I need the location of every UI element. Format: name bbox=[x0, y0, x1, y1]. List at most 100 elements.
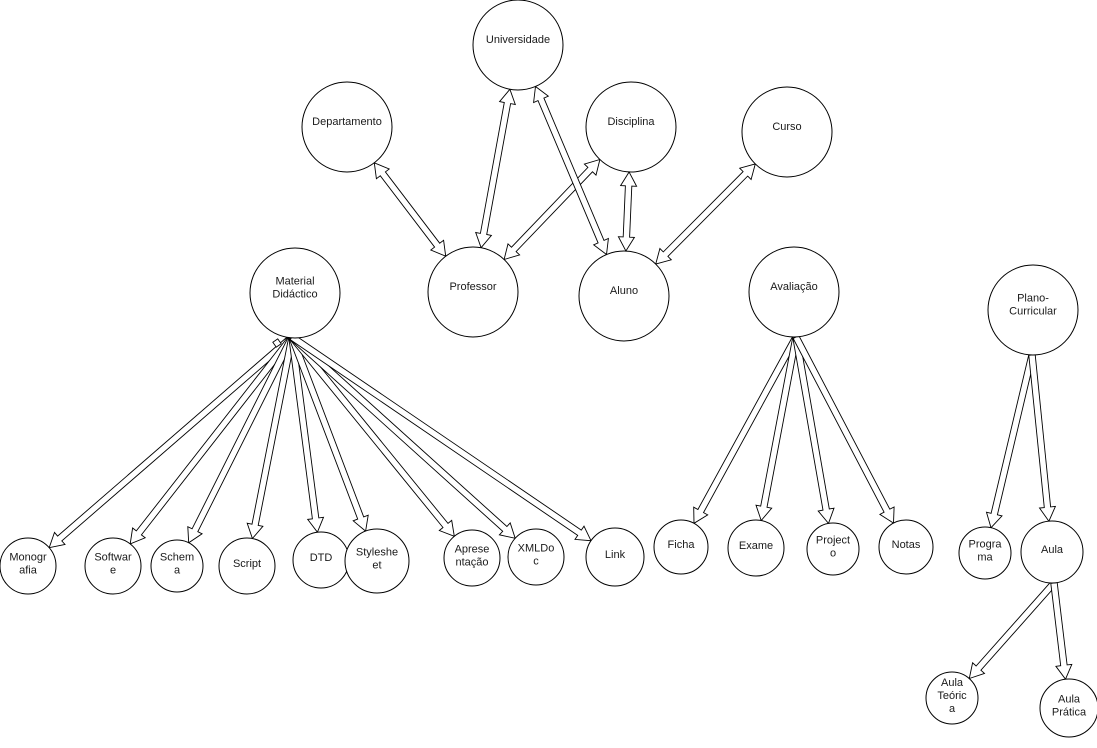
node-universidade[interactable]: Universidade bbox=[472, 0, 564, 91]
node-circle[interactable] bbox=[585, 81, 677, 173]
node-exame[interactable]: Exame bbox=[727, 519, 785, 577]
node-label: et bbox=[372, 560, 381, 572]
node-label: Ficha bbox=[668, 539, 696, 551]
node-label: Professor bbox=[449, 281, 496, 293]
node-circle[interactable] bbox=[727, 519, 785, 577]
node-dtd[interactable]: DTD bbox=[292, 531, 350, 589]
node-professor[interactable]: Professor bbox=[427, 246, 519, 338]
node-circle[interactable] bbox=[507, 528, 565, 586]
node-disciplina[interactable]: Disciplina bbox=[585, 81, 677, 173]
node-circle[interactable] bbox=[578, 250, 670, 342]
node-label: Aluno bbox=[610, 285, 638, 297]
node-label: Aula bbox=[941, 677, 964, 689]
node-circle[interactable] bbox=[1020, 520, 1084, 584]
node-circle[interactable] bbox=[653, 519, 709, 575]
edge-disciplina-to-aluno bbox=[617, 171, 638, 252]
node-script[interactable]: Script bbox=[218, 537, 276, 595]
node-circle[interactable] bbox=[344, 528, 410, 594]
edge-material-to-xmldoc bbox=[289, 333, 516, 539]
node-aula[interactable]: Aula bbox=[1020, 520, 1084, 584]
node-circle[interactable] bbox=[84, 537, 142, 595]
node-label: Schem bbox=[160, 552, 194, 564]
edge-material-to-monografia bbox=[48, 333, 295, 549]
node-label: Project bbox=[816, 535, 850, 547]
node-circle[interactable] bbox=[472, 0, 564, 91]
node-label: a bbox=[174, 565, 181, 577]
node-label: Link bbox=[605, 549, 626, 561]
node-circle[interactable] bbox=[427, 246, 519, 338]
node-label: Curso bbox=[772, 121, 801, 133]
node-departamento[interactable]: Departamento bbox=[301, 81, 393, 173]
node-circle[interactable] bbox=[249, 247, 341, 339]
node-label: c bbox=[533, 556, 539, 568]
node-circle[interactable] bbox=[1039, 678, 1097, 738]
edge-material-to-link bbox=[289, 333, 592, 542]
node-curso[interactable]: Curso bbox=[741, 86, 833, 178]
node-circle[interactable] bbox=[0, 537, 57, 595]
node-label: Disciplina bbox=[607, 116, 655, 128]
edge-avaliacao-to-projecto bbox=[792, 335, 835, 525]
node-label: DTD bbox=[310, 552, 333, 564]
edge-professor-to-departamento bbox=[373, 162, 447, 257]
node-label: Notas bbox=[892, 539, 921, 551]
node-label: Prática bbox=[1052, 707, 1087, 719]
node-label: a bbox=[949, 703, 956, 715]
aggregation-marker bbox=[272, 338, 282, 348]
node-label: afia bbox=[19, 565, 38, 577]
node-circle[interactable] bbox=[150, 539, 204, 593]
node-label: Didáctico bbox=[272, 289, 317, 301]
node-label: Departamento bbox=[312, 116, 382, 128]
node-label: Avaliação bbox=[770, 281, 818, 293]
node-circle[interactable] bbox=[218, 537, 276, 595]
node-circle[interactable] bbox=[878, 519, 934, 575]
node-label: Aula bbox=[1041, 544, 1064, 556]
node-label: ma bbox=[977, 552, 993, 564]
node-circle[interactable] bbox=[806, 522, 860, 576]
edge-aluno-to-curso bbox=[655, 163, 756, 265]
node-circle[interactable] bbox=[925, 671, 979, 725]
node-circle[interactable] bbox=[741, 86, 833, 178]
node-circle[interactable] bbox=[987, 264, 1079, 356]
edge-material-to-stylesheet bbox=[288, 335, 369, 532]
node-label: Universidade bbox=[486, 34, 550, 46]
node-plano[interactable]: Plano-Curricular bbox=[987, 264, 1079, 356]
node-label: Script bbox=[233, 558, 261, 570]
edge-plano-to-programa bbox=[985, 353, 1036, 529]
edge-material-to-software bbox=[129, 334, 296, 545]
node-label: Monogr bbox=[9, 552, 47, 564]
edge-avaliacao-to-notas bbox=[792, 334, 895, 524]
node-aluno[interactable]: Aluno bbox=[578, 250, 670, 342]
edge-aula-to-aula-pratica bbox=[1050, 582, 1073, 681]
node-label: XMLDo bbox=[518, 543, 555, 555]
node-circle[interactable] bbox=[748, 246, 840, 338]
node-label: e bbox=[110, 565, 116, 577]
node-circle[interactable] bbox=[301, 81, 393, 173]
node-notas[interactable]: Notas bbox=[878, 519, 934, 575]
edge-professor-to-universidade bbox=[475, 88, 516, 249]
node-label: ntação bbox=[455, 557, 488, 569]
node-label: Aula bbox=[1058, 694, 1081, 706]
node-ficha[interactable]: Ficha bbox=[653, 519, 709, 575]
node-circle[interactable] bbox=[443, 529, 501, 587]
edges-layer bbox=[48, 85, 1073, 681]
node-circle[interactable] bbox=[958, 526, 1012, 580]
node-avaliacao[interactable]: Avaliação bbox=[748, 246, 840, 338]
node-label: Progra bbox=[968, 539, 1002, 551]
node-circle[interactable] bbox=[585, 527, 645, 587]
edge-material-to-schema bbox=[187, 335, 296, 544]
node-label: Plano- bbox=[1017, 293, 1049, 305]
node-link[interactable]: Link bbox=[585, 527, 645, 587]
